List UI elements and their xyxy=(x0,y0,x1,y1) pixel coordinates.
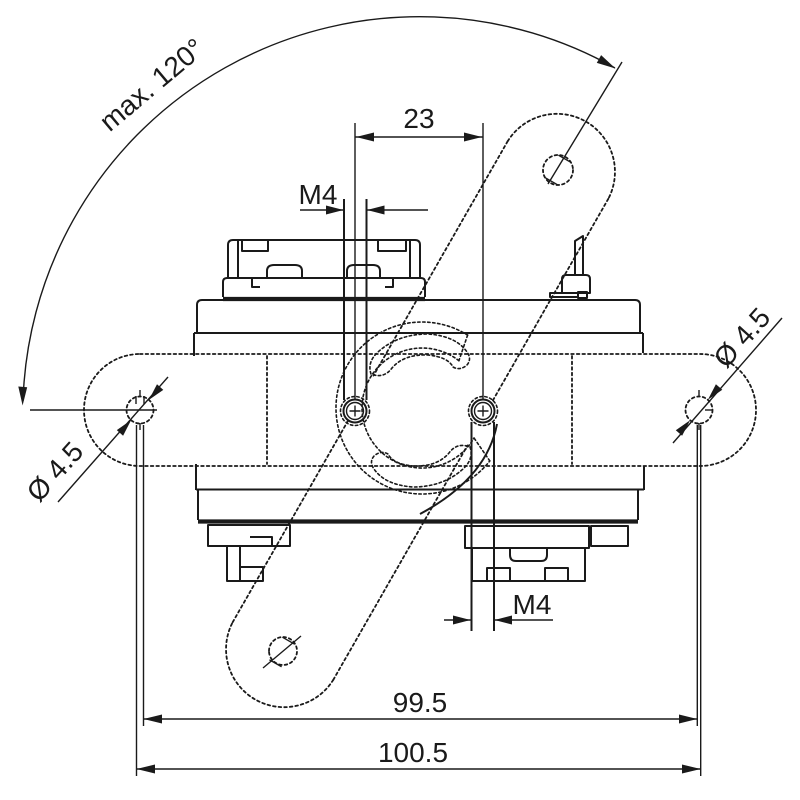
pin-flange xyxy=(561,274,591,294)
arrow-1005-left xyxy=(136,764,155,774)
label-dim-995: 99.5 xyxy=(393,687,448,718)
arrow-995-right xyxy=(679,714,698,724)
spring-hook-upper xyxy=(369,333,471,377)
leader-dia-right xyxy=(672,317,783,444)
arrow-dia-right-upper xyxy=(707,384,723,400)
angle-ray-lever xyxy=(547,61,623,185)
arrow-995-left xyxy=(143,714,162,724)
arrow-23-right xyxy=(464,132,482,142)
top-block-notch-left xyxy=(241,240,269,252)
bottom-left-foot xyxy=(239,566,264,582)
bottom-hole-tick-1 xyxy=(282,636,295,645)
bottom-right-plate xyxy=(464,525,590,549)
label-thread-top: M4 xyxy=(299,179,338,210)
mid-plate-hook-left xyxy=(251,278,260,288)
label-thread-bottom: M4 xyxy=(513,589,552,620)
pin-bar xyxy=(549,292,579,298)
mid-plate-hook-right xyxy=(385,278,394,288)
mid-plate-bump-right xyxy=(346,264,381,278)
band-outline xyxy=(83,353,757,467)
arrow-23-left xyxy=(356,132,374,142)
screw-right-inner xyxy=(473,401,493,421)
top-block-outline xyxy=(227,239,421,278)
screw-right-cross xyxy=(477,405,489,417)
arrow-m4-top-right xyxy=(367,205,385,215)
mid-plate-bump-left xyxy=(266,264,303,278)
bottom-hole-leader xyxy=(262,635,302,669)
mid-plate-outline xyxy=(222,277,426,297)
bottom-left-step xyxy=(250,536,273,546)
label-dim-23: 23 xyxy=(403,103,434,134)
dimensions xyxy=(18,16,783,776)
bottom-right-block-side xyxy=(590,525,629,547)
label-dim-1005: 100.5 xyxy=(378,737,448,768)
arrow-1005-right xyxy=(682,764,701,774)
ring-inner-arc xyxy=(361,347,475,469)
cam-arc xyxy=(419,423,498,515)
lever-side-left xyxy=(372,140,509,377)
arrow-m4-bottom-right xyxy=(494,615,512,625)
arrow-dia-left-upper xyxy=(148,384,164,400)
lever-hole-tick-1 xyxy=(558,154,571,163)
spring-hook-lower xyxy=(370,444,472,488)
bottom-right-notch-left xyxy=(486,567,511,581)
dimension-labels: max. 120° 23 M4 M4 Ø 4.5 Ø 4.5 99.5 100.… xyxy=(21,32,777,768)
arrow-dia-left-lower xyxy=(116,420,132,436)
phantom-lever-band xyxy=(83,353,757,467)
phantom-clamp-ring xyxy=(335,321,499,495)
clamp-screws xyxy=(342,199,496,631)
leader-dia-left xyxy=(57,376,169,503)
bottom-right-notch-right xyxy=(544,567,569,581)
screw-right-outer xyxy=(470,398,496,424)
ring-gap-top xyxy=(458,334,469,362)
angle-arrow-left xyxy=(18,386,28,406)
bottom-hole-tick-2 xyxy=(269,659,282,668)
angle-arrow-right xyxy=(596,55,616,69)
screw-left-cross xyxy=(349,405,361,417)
bottom-right-bump xyxy=(509,548,548,562)
pin-foot xyxy=(577,291,588,299)
pin-top xyxy=(574,235,584,275)
screw-left-inner xyxy=(345,401,365,421)
bottom-left-plate xyxy=(207,524,291,547)
arrow-m4-bottom-left xyxy=(453,615,471,625)
lever-end-hole xyxy=(542,154,574,186)
lever-end-cap xyxy=(225,621,335,709)
top-block-notch-right xyxy=(377,240,407,252)
ring-outer-arc xyxy=(335,321,491,495)
label-dia-right: Ø 4.5 xyxy=(708,302,777,374)
mid-block-top xyxy=(196,299,641,333)
screw-left-outer xyxy=(342,398,368,424)
lever-side-left xyxy=(332,444,469,681)
angle-arc xyxy=(22,16,616,402)
body-solid xyxy=(193,235,645,582)
phantom-lever-diagonal-bottom xyxy=(225,417,469,709)
lever-hole-tick-2 xyxy=(545,177,558,186)
arrow-m4-top-left xyxy=(326,205,344,215)
label-dia-left: Ø 4.5 xyxy=(21,436,90,508)
ring-gap-bottom xyxy=(473,437,491,462)
bottom-left-stem xyxy=(226,545,241,582)
arrow-dia-right-lower xyxy=(675,420,691,436)
